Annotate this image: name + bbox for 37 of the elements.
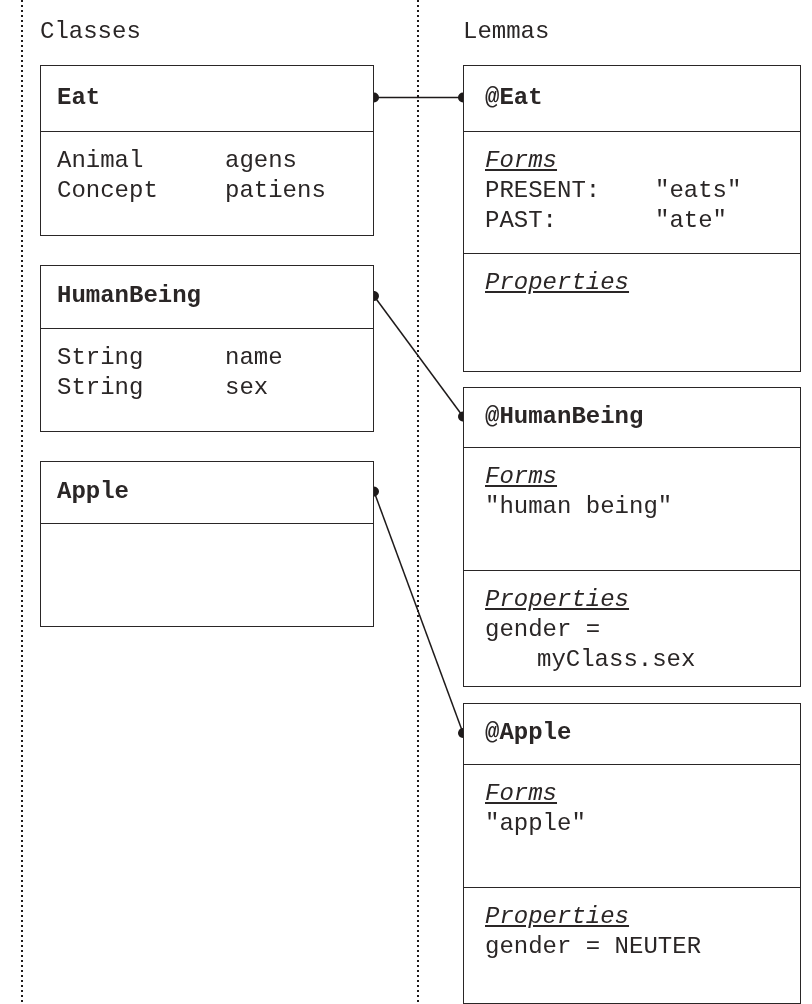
entry-text: "apple" bbox=[485, 809, 586, 839]
entry-text: myClass.sex bbox=[537, 645, 696, 675]
entry-text: PAST: bbox=[485, 206, 557, 236]
entry-text: name bbox=[225, 343, 283, 373]
box-title: @Eat bbox=[485, 82, 543, 113]
entry-text: "eats" bbox=[655, 176, 742, 206]
entry-text: patiens bbox=[225, 176, 326, 206]
section-label: Properties bbox=[485, 268, 630, 298]
entry-text: PRESENT: bbox=[485, 176, 601, 206]
entry-text: Concept bbox=[57, 176, 158, 206]
entry-text: gender = bbox=[485, 615, 601, 645]
entry-text: sex bbox=[225, 373, 269, 403]
entry-text: agens bbox=[225, 146, 297, 176]
box-title: @Apple bbox=[485, 718, 572, 748]
section-label: Properties bbox=[485, 585, 630, 615]
entry-text: String bbox=[57, 343, 144, 373]
entry-text: Animal bbox=[57, 146, 144, 176]
entry-text: "ate" bbox=[655, 206, 727, 236]
entry-text: String bbox=[57, 373, 144, 403]
class-box bbox=[40, 65, 374, 236]
box-title: Apple bbox=[57, 476, 129, 507]
column-heading: Lemmas bbox=[463, 18, 550, 45]
column-heading: Classes bbox=[40, 18, 141, 45]
box-title: HumanBeing bbox=[57, 281, 202, 311]
entry-text: gender = NEUTER bbox=[485, 932, 702, 962]
section-label: Forms bbox=[485, 462, 557, 492]
lemma-box bbox=[463, 703, 801, 1004]
lemma-box bbox=[463, 65, 801, 372]
lemma-box bbox=[463, 387, 801, 687]
section-label: Forms bbox=[485, 146, 557, 176]
section-label: Forms bbox=[485, 779, 557, 809]
class-box bbox=[40, 265, 374, 432]
class-box bbox=[40, 461, 374, 627]
entry-text: "human being" bbox=[485, 492, 673, 522]
box-title: @HumanBeing bbox=[485, 401, 644, 432]
box-title: Eat bbox=[57, 82, 101, 113]
section-label: Properties bbox=[485, 902, 630, 932]
